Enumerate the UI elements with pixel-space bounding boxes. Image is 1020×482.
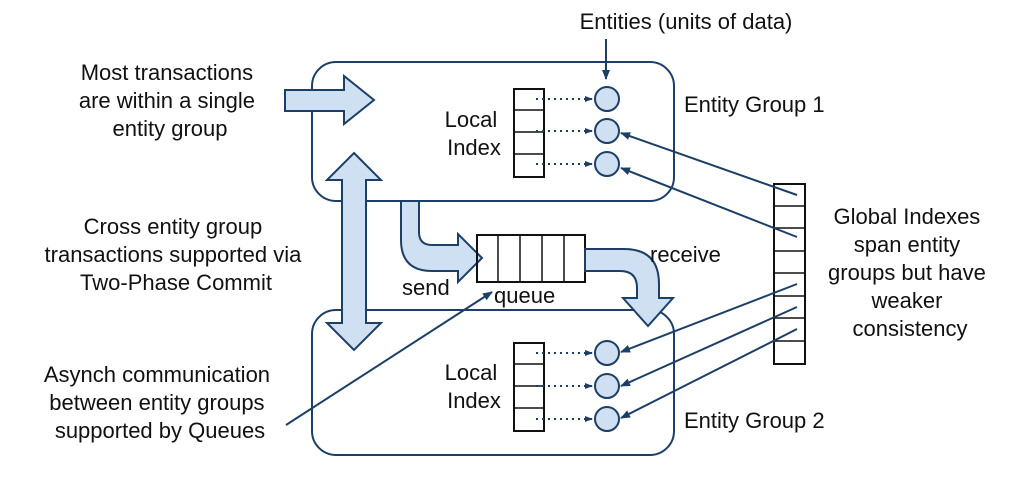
send-label: send bbox=[402, 275, 450, 300]
entity bbox=[594, 373, 620, 399]
cross-group-text: Cross entity group transactions supporte… bbox=[45, 214, 308, 295]
entity-group-1-label: Entity Group 1 bbox=[684, 92, 825, 117]
receive-arrow bbox=[584, 248, 676, 328]
asynch-pointer-arrow bbox=[285, 291, 493, 426]
send-arrow bbox=[400, 200, 484, 285]
two-phase-commit-arrow bbox=[324, 151, 384, 352]
entity-group-2-label: Entity Group 2 bbox=[684, 408, 825, 433]
queue-label: queue bbox=[494, 283, 555, 308]
entity bbox=[594, 86, 620, 112]
within-group-arrow bbox=[284, 73, 376, 127]
entity-group-2-box bbox=[311, 309, 675, 456]
entities-group-1 bbox=[594, 86, 620, 177]
global-index bbox=[773, 183, 806, 365]
entity bbox=[594, 406, 620, 432]
receive-label: receive bbox=[650, 242, 721, 267]
entity-group-1-box bbox=[311, 61, 675, 202]
asynch-text: Asynch communication between entity grou… bbox=[44, 362, 276, 443]
local-index-1-label: Local Index bbox=[445, 107, 504, 160]
global-indexes-text: Global Indexes span entity groups but ha… bbox=[828, 204, 992, 341]
entities-label: Entities (units of data) bbox=[580, 9, 793, 34]
local-index-2 bbox=[513, 342, 545, 432]
entities-group-2 bbox=[594, 340, 620, 432]
global-index-pointers bbox=[620, 132, 798, 419]
entity bbox=[594, 118, 620, 144]
most-transactions-text: Most transactions are within a single en… bbox=[79, 60, 261, 141]
local-index-1 bbox=[513, 88, 545, 178]
queue-box bbox=[476, 234, 586, 283]
local-index-2-label: Local Index bbox=[445, 360, 504, 413]
entity bbox=[594, 151, 620, 177]
entity bbox=[594, 340, 620, 366]
